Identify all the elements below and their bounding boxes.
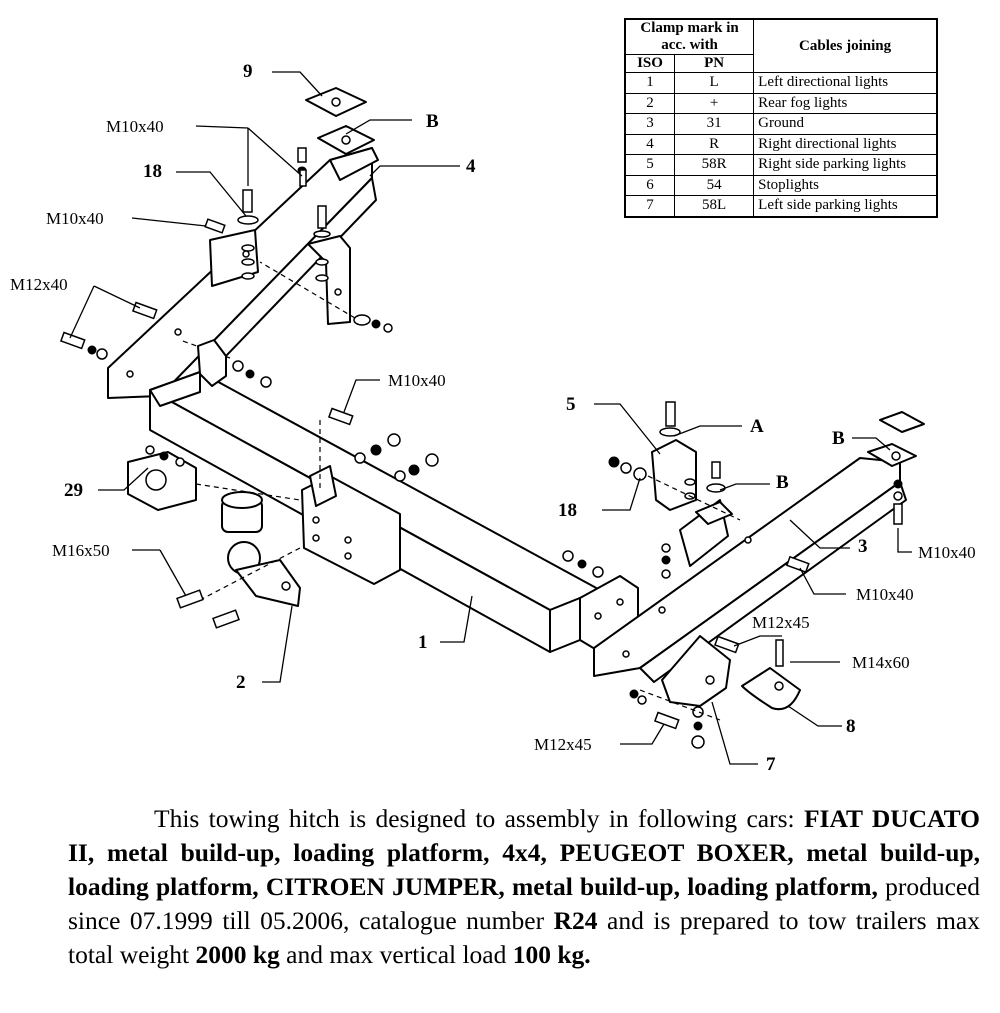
callout-29: 29 bbox=[64, 480, 83, 501]
description-load-intro: and max vertical load bbox=[279, 940, 513, 969]
right-side-bracket bbox=[593, 457, 907, 683]
iso-cell: 1 bbox=[624, 72, 675, 94]
iso-cell: 2 bbox=[624, 92, 675, 114]
cable-cell: Right directional lights bbox=[753, 133, 938, 155]
table-header-row: Clamp mark in acc. with Cables joining bbox=[624, 18, 938, 73]
callout-2: 2 bbox=[236, 672, 246, 693]
description-production-period: produced since 07.1999 till 05.2006, cat… bbox=[68, 872, 980, 935]
cable-cell: Stoplights bbox=[753, 174, 938, 196]
iso-cell: 5 bbox=[624, 154, 675, 176]
pn-cell: 31 bbox=[673, 113, 755, 135]
description-catalogue-number: R24 bbox=[553, 906, 598, 935]
description-car-models: FIAT DUCATO II, metal build-up, loading … bbox=[68, 804, 980, 901]
description-weight-intro: and is prepared to tow trailers max tota… bbox=[68, 906, 980, 969]
label-m10x40-top: M10x40 bbox=[106, 117, 164, 136]
callout-5: 5 bbox=[566, 394, 576, 415]
header-pn: PN bbox=[673, 54, 755, 73]
cable-cell: Left side parking lights bbox=[753, 195, 938, 217]
table-subheader-row: ISO PN bbox=[624, 54, 937, 73]
label-m14x60: M14x60 bbox=[852, 653, 910, 672]
hitch-description: This towing hitch is designed to assembl… bbox=[68, 802, 980, 972]
label-b-middle-right: B bbox=[776, 472, 789, 493]
label-b-top-left: B bbox=[426, 111, 439, 132]
cable-cell: Right side parking lights bbox=[753, 154, 938, 176]
table-row: 2+Rear fog lights bbox=[624, 92, 938, 114]
cable-cell: Ground bbox=[753, 113, 938, 135]
label-m12x40: M12x40 bbox=[10, 275, 68, 294]
label-m12x45-top: M12x45 bbox=[752, 613, 810, 632]
top-clamp-plate bbox=[305, 87, 375, 155]
callout-18-right: 18 bbox=[558, 500, 577, 521]
callout-1: 1 bbox=[418, 632, 428, 653]
callout-3: 3 bbox=[858, 536, 868, 557]
right-crossbar-fasteners bbox=[562, 543, 810, 579]
leader-lines bbox=[69, 71, 912, 765]
cable-cell: Rear fog lights bbox=[753, 92, 938, 114]
right-top-clamp bbox=[867, 411, 925, 525]
pn-cell: L bbox=[673, 72, 755, 94]
plate-part-8 bbox=[741, 639, 801, 711]
description-intro: This towing hitch is designed to assembl… bbox=[154, 804, 804, 833]
description-max-load: 100 kg. bbox=[512, 940, 591, 969]
label-m12x45-bottom: M12x45 bbox=[534, 735, 592, 754]
left-bracket-fasteners bbox=[59, 147, 393, 388]
towing-hitch-exploded-diagram: 9 M10x40 B 18 4 M10x40 M12x40 M10x40 5 A… bbox=[10, 61, 976, 775]
callout-7: 7 bbox=[766, 754, 776, 775]
description-max-weight: 2000 kg bbox=[195, 940, 280, 969]
iso-cell: 3 bbox=[624, 113, 675, 135]
iso-cell: 4 bbox=[624, 133, 675, 155]
iso-cell: 7 bbox=[624, 195, 675, 217]
label-m10x40-left: M10x40 bbox=[46, 209, 104, 228]
callout-9: 9 bbox=[243, 61, 253, 82]
header-cables-joining: Cables joining bbox=[753, 18, 938, 73]
bracket-part-5 bbox=[608, 401, 741, 525]
pn-cell: 58L bbox=[673, 195, 755, 217]
centre-mounting-bracket bbox=[301, 407, 439, 585]
label-m10x40-right-top: M10x40 bbox=[918, 543, 976, 562]
left-end-plate bbox=[197, 339, 227, 387]
socket-bracket bbox=[127, 445, 301, 511]
iso-cell: 6 bbox=[624, 174, 675, 196]
tow-ball bbox=[176, 491, 301, 629]
label-a: A bbox=[750, 416, 764, 437]
callout-8: 8 bbox=[846, 716, 856, 737]
header-iso: ISO bbox=[624, 54, 675, 73]
header-clamp-mark: Clamp mark in acc. with bbox=[624, 18, 755, 55]
cable-cell: Left directional lights bbox=[753, 72, 938, 94]
callout-4: 4 bbox=[466, 156, 476, 177]
pn-cell: R bbox=[673, 133, 755, 155]
label-m16x50: M16x50 bbox=[52, 541, 110, 560]
cable-joining-table: Clamp mark in acc. with Cables joining I… bbox=[624, 18, 938, 218]
pn-cell: 58R bbox=[673, 154, 755, 176]
pn-cell: + bbox=[673, 92, 755, 114]
bracket-part-7 bbox=[629, 635, 740, 749]
callout-18-left: 18 bbox=[143, 161, 162, 182]
pn-cell: 54 bbox=[673, 174, 755, 196]
label-m10x40-center: M10x40 bbox=[388, 371, 446, 390]
label-b-top-right: B bbox=[832, 428, 845, 449]
label-m10x40-right-bottom: M10x40 bbox=[856, 585, 914, 604]
